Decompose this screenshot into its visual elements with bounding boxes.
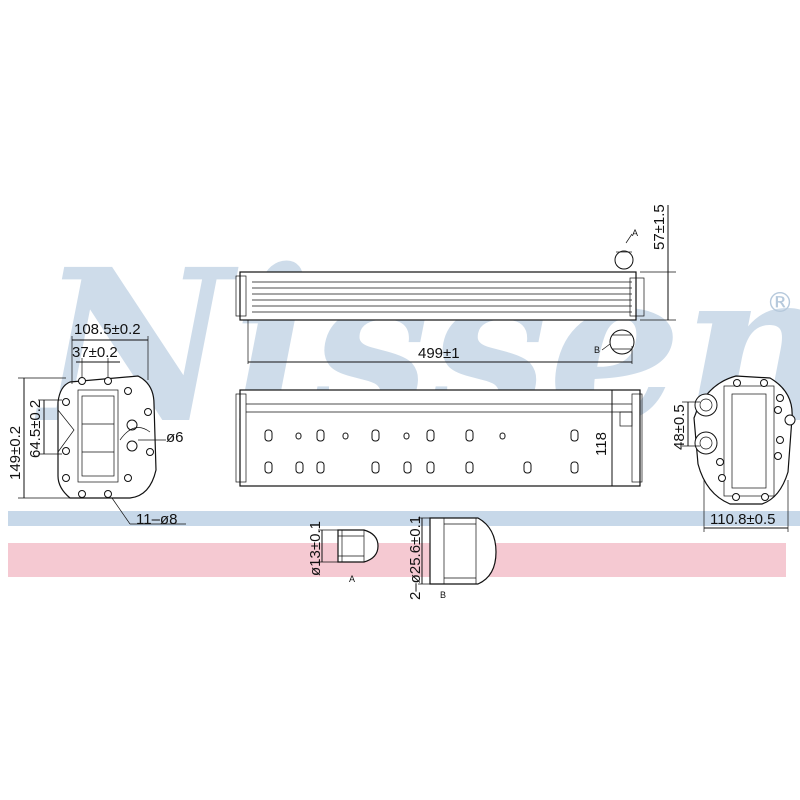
band-pink bbox=[8, 543, 786, 577]
label-b: B bbox=[440, 590, 446, 600]
port-lower bbox=[694, 431, 718, 455]
dim-small-hole: ø6 bbox=[166, 429, 184, 446]
dim-port-b: 2–ø25.6±0.1 bbox=[407, 516, 424, 600]
dim-top-height: 57±1.5 bbox=[651, 204, 668, 250]
dim-right-width: 110.8±0.5 bbox=[710, 511, 776, 528]
dim-width-total: 108.5±0.2 bbox=[74, 321, 141, 338]
dim-holes-count: 11–ø8 bbox=[136, 511, 177, 528]
front-view-holes bbox=[264, 429, 579, 474]
dim-port-a: ø13±0.1 bbox=[307, 521, 324, 576]
detail-a: ø13±0.1 A bbox=[307, 521, 379, 584]
label-a: A bbox=[349, 574, 355, 584]
band-blue bbox=[8, 511, 800, 526]
port-upper bbox=[694, 393, 718, 417]
dim-length: 499±1 bbox=[418, 345, 460, 362]
left-end-view: 108.5±0.2 37±0.2 149±0.2 64.5±0.2 ø6 11–… bbox=[7, 321, 186, 528]
left-bolt-holes bbox=[62, 377, 154, 498]
callout-b-top: B bbox=[594, 345, 600, 355]
dim-port-spacing: 48±0.5 bbox=[671, 404, 688, 450]
dim-body-height: 118 bbox=[593, 432, 610, 456]
right-bolt-holes bbox=[716, 379, 784, 501]
port-b-profile bbox=[429, 517, 497, 585]
port-a-top bbox=[614, 250, 634, 270]
top-view: A B 57±1.5 499±1 bbox=[235, 204, 676, 364]
front-view: 118 bbox=[235, 389, 643, 487]
left-flange bbox=[57, 375, 157, 499]
right-end-view: 48±0.5 110.8±0.5 bbox=[671, 375, 796, 532]
port-a-profile bbox=[337, 529, 379, 563]
registered-mark: ® bbox=[766, 286, 794, 319]
detail-b: 2–ø25.6±0.1 B bbox=[407, 516, 497, 600]
dim-height-total: 149±0.2 bbox=[7, 426, 24, 480]
dim-hole-spacing: 37±0.2 bbox=[72, 344, 118, 361]
port-b-top bbox=[609, 329, 635, 355]
callout-a-top: A bbox=[632, 228, 638, 238]
top-view-body bbox=[239, 271, 637, 321]
dim-height-inner: 64.5±0.2 bbox=[27, 400, 44, 458]
